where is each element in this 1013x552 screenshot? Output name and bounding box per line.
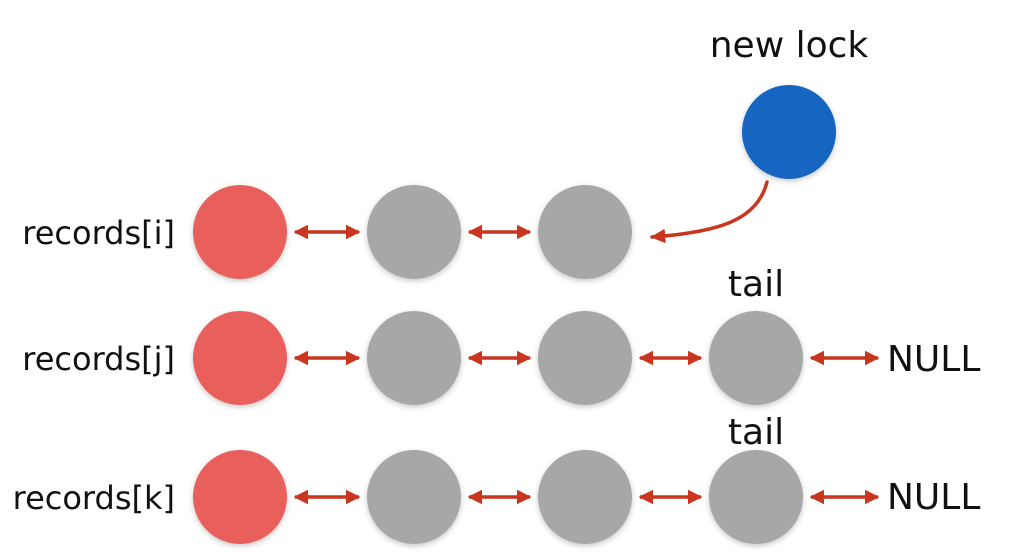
head-node-row-2 <box>193 450 287 544</box>
null-terminator-records-k: NULL <box>887 477 980 518</box>
new-lock-node <box>742 85 836 179</box>
list-node-row-1-1 <box>367 311 461 405</box>
list-node-row-1-3 <box>709 311 803 405</box>
list-node-row-2-3 <box>709 450 803 544</box>
new-lock-link-arrow <box>650 180 769 244</box>
list-node-row-2-2 <box>538 450 632 544</box>
new-lock-label: new lock <box>710 25 869 66</box>
list-node-row-1-2 <box>538 311 632 405</box>
tail-label-records-k: tail <box>728 412 784 453</box>
head-node-row-1 <box>193 311 287 405</box>
row-label-records-k: records[k] <box>13 479 175 517</box>
head-node-row-0 <box>193 185 287 279</box>
row-label-records-j: records[j] <box>22 340 175 378</box>
row-label-records-i: records[i] <box>22 214 175 252</box>
list-node-row-0-2 <box>538 185 632 279</box>
linked-list-rows <box>193 185 880 544</box>
list-node-row-2-1 <box>367 450 461 544</box>
list-node-row-0-1 <box>367 185 461 279</box>
null-terminator-records-j: NULL <box>887 339 980 380</box>
tail-label-records-j: tail <box>728 264 784 305</box>
